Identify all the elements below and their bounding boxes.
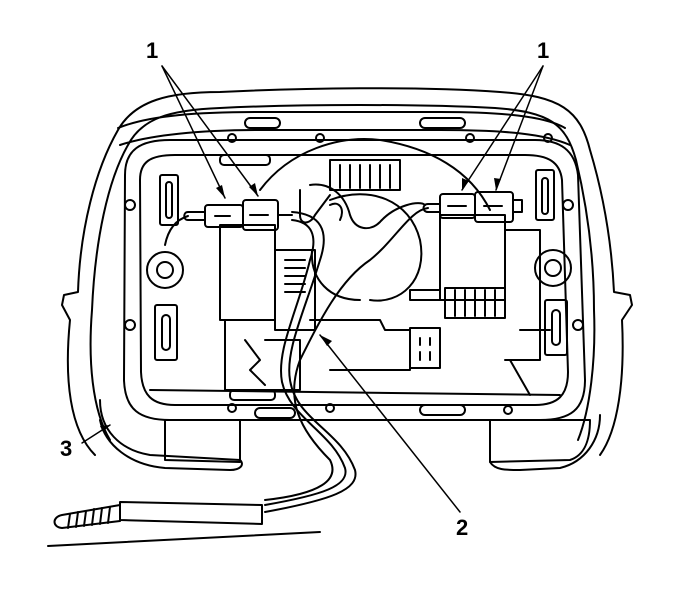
callout-connector-right: 1 xyxy=(537,38,550,63)
leader-arrowheads xyxy=(100,178,501,432)
callout-harness: 2 xyxy=(456,515,469,540)
inflator-body xyxy=(260,139,490,301)
callout-connector-left: 1 xyxy=(146,38,159,63)
callout-module-housing: 3 xyxy=(60,436,73,461)
frame-slots xyxy=(155,118,567,418)
wiring-harness xyxy=(265,185,428,512)
right-connector-housing xyxy=(410,215,550,395)
module-housing-outline xyxy=(62,88,632,455)
mounting-holes xyxy=(125,134,583,414)
left-squib-connector xyxy=(165,200,292,245)
right-squib-connector xyxy=(424,192,523,222)
leader-lines xyxy=(82,66,543,512)
left-connector-housing xyxy=(220,225,440,390)
harness-sleeve-lead xyxy=(48,502,320,546)
backing-plate xyxy=(124,140,585,420)
